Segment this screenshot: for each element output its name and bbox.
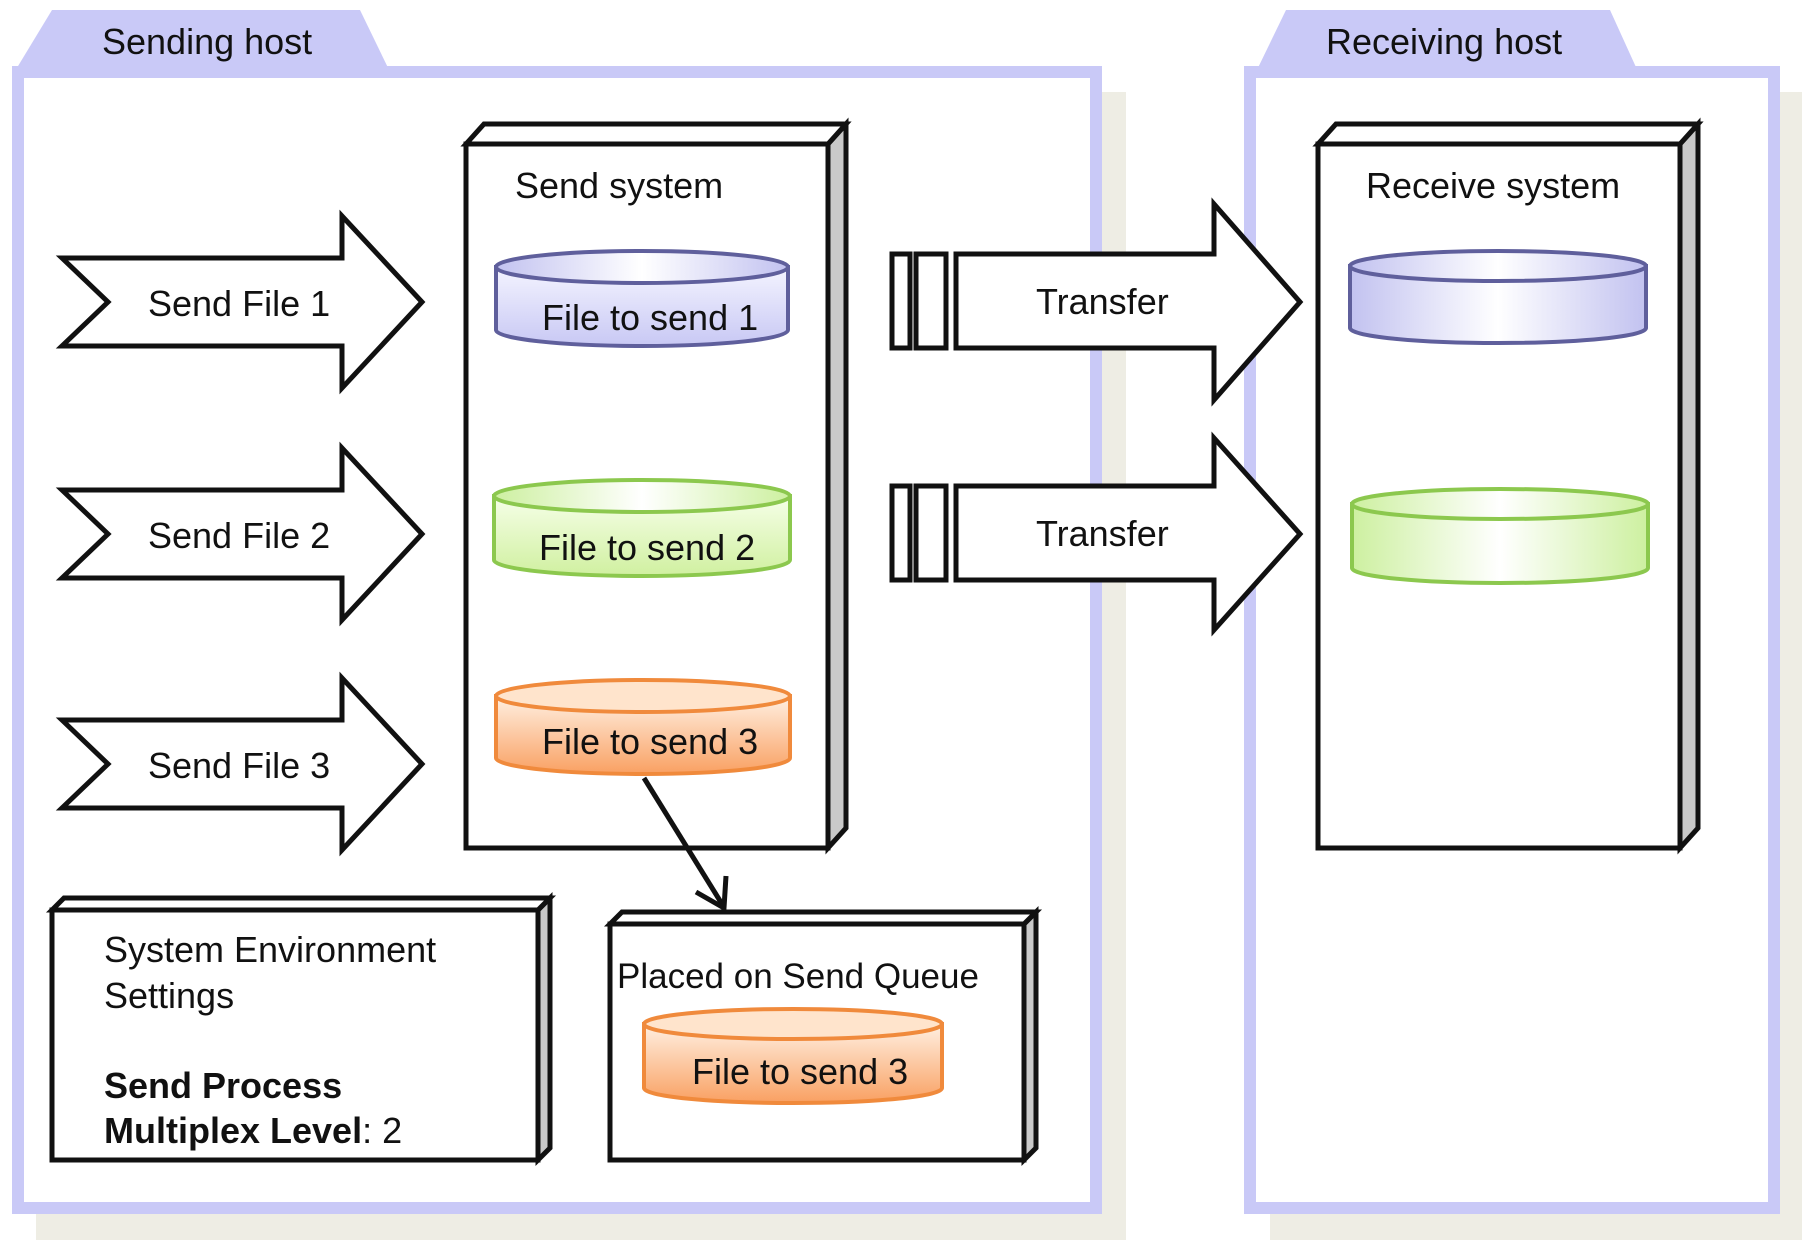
queued-file-3-cylinder: File to send 3 [642,1007,944,1105]
cylinder-body [492,494,792,578]
arrow-shape [55,209,426,395]
transfer-2-label: Transfer [1036,513,1169,554]
cylinder-top [494,249,790,285]
send-file-arrow-2: Send File 2 [55,441,426,627]
cylinder-body [1348,264,1648,345]
receive-system-title: Receive system [1366,165,1620,206]
receiving-host-tab [1254,10,1640,76]
cylinder-body [494,265,790,348]
send-system-side [825,117,849,855]
cylinder-top [1348,249,1648,283]
connector-line [641,776,725,906]
sending-host-label: Sending host [102,21,312,62]
receiving-host-label: Receiving host [1326,21,1562,62]
settings-bold-line1: Send Process [104,1065,342,1106]
cylinder-top [494,678,792,714]
send-system-top [460,121,852,147]
settings-title-line1: System Environment [104,929,436,970]
file-to-send-3-label: File to send 3 [542,721,758,762]
cylinder-top [642,1007,944,1041]
transfer-1-label: Transfer [1036,281,1169,322]
transfer-arrow-1: Transfer [889,197,1304,407]
settings-front [49,907,541,1163]
receive-system-top [1312,121,1704,147]
transfer-stripe [913,483,949,583]
arrow-shape [55,441,426,627]
file-to-send-2-label: File to send 2 [539,527,755,568]
send-file-2-label: Send File 2 [148,515,330,556]
send-system-title: Send system [515,165,723,206]
received-file-1-cylinder [1348,249,1648,345]
receive-system-side [1677,117,1701,855]
transfer-arrow-shape [953,431,1304,637]
transfer-stripe [913,251,949,351]
file-to-send-1-cylinder: File to send 1 [494,249,790,348]
receive-system-box: Receive system [1312,117,1704,855]
send-file-1-label: Send File 1 [148,283,330,324]
file-to-send-3-cylinder: File to send 3 [494,678,792,776]
transfer-stripe [889,483,913,583]
send-file-arrow-1: Send File 1 [55,209,426,395]
received-file-2-cylinder [1350,487,1650,585]
file-to-send-2-cylinder: File to send 2 [492,478,792,578]
cylinder-body [494,694,792,776]
queued-file-3-label: File to send 3 [692,1051,908,1092]
settings-box: System Environment Settings Send Process… [45,891,557,1167]
transfer-arrow-2: Transfer [889,431,1304,637]
queue-connector-arrow [641,776,729,913]
send-queue-title: Placed on Send Queue [617,957,979,996]
settings-title-line2: Settings [104,975,234,1016]
sending-host-tab [12,10,392,76]
cylinder-top [1350,487,1650,521]
send-file-arrow-3: Send File 3 [55,671,426,857]
transfer-arrow-shape [953,197,1304,407]
arrow-shape [55,671,426,857]
settings-bold-line2: Multiplex Level [104,1110,362,1151]
cylinder-body [642,1022,944,1105]
file-to-send-1-label: File to send 1 [542,297,758,338]
send-file-3-label: Send File 3 [148,745,330,786]
settings-multiplex-line: Multiplex Level: 2 [104,1110,402,1151]
cylinder-body [1350,502,1650,585]
settings-value: : 2 [362,1110,402,1151]
connector-arrowhead [694,875,729,913]
cylinder-top [492,478,792,514]
transfer-stripe [889,251,913,351]
